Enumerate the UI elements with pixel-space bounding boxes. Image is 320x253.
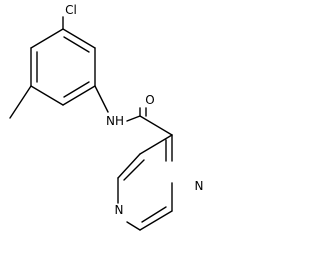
bond-carbonyl-pyrazine (139, 115, 173, 136)
bond-p5-n4 (126, 221, 141, 231)
structure-diagram: Cl NH O N N (9, 3, 204, 231)
double-bond-c1-c2 (63, 36, 90, 53)
carbonyl-oxygen-label: O (145, 93, 154, 107)
double-bond-p6-p5 (141, 206, 167, 223)
bond-c6-c1 (30, 28, 64, 49)
chlorine-atom-label: Cl (65, 3, 77, 17)
bond-ring-methyl (9, 85, 32, 119)
bond-p2-link (139, 134, 173, 155)
bond-nitrogen-carbonyl (126, 115, 141, 122)
pyrazine-nitrogen-1-label: N (115, 203, 124, 217)
bond-c4-c5 (30, 85, 64, 106)
double-bond-c3-c4 (63, 81, 90, 98)
amide-nitrogen-label: NH (106, 114, 124, 128)
bond-p6-p5 (139, 210, 173, 231)
bond-c1-c2 (62, 28, 96, 49)
pyrazine-ring (117, 134, 173, 231)
pyrazine-nitrogen-4-label: N (195, 179, 204, 193)
bond-c3-c4 (62, 85, 96, 106)
bond-p3-p2 (117, 153, 141, 179)
benzene-ring (30, 28, 96, 106)
bond-ring-nitrogen (94, 85, 109, 113)
double-bond-p2-p3 (123, 159, 145, 181)
